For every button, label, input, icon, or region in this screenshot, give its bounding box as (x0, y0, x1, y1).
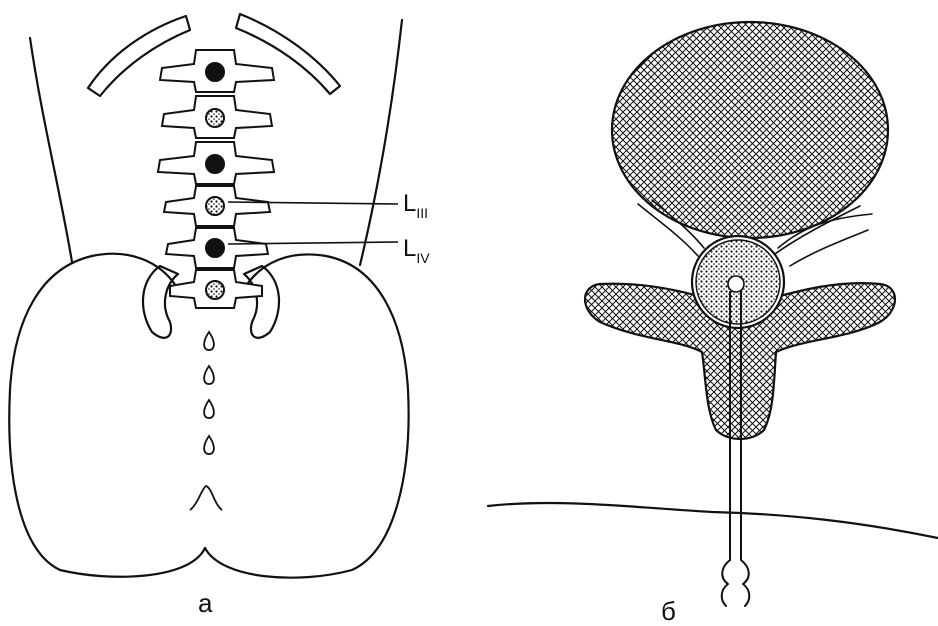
sacral-foramen (204, 332, 214, 350)
label-l4-subscript: IV (416, 250, 430, 266)
vertebra (158, 142, 274, 184)
coccyx (190, 486, 222, 510)
left-rib (88, 16, 190, 96)
sacral-foramen (204, 366, 214, 384)
sacral-foramina (190, 332, 222, 510)
sacral-foramen (204, 400, 214, 418)
label-l3-subscript: III (416, 205, 428, 221)
needle-hub (722, 560, 750, 606)
vertebra-l3 (164, 186, 270, 226)
label-l4-letter: L (403, 235, 416, 262)
vertebral-body (612, 22, 888, 238)
vertebra-l4 (166, 228, 268, 268)
spinal-cord (728, 276, 744, 292)
sacral-foramen (204, 436, 214, 454)
left-iliac-crest (143, 266, 178, 338)
caption-a: а (198, 588, 213, 618)
panel-b-cross-section (488, 22, 938, 606)
left-buttock (9, 254, 205, 577)
label-l3: LIII (403, 190, 428, 221)
right-iliac-crest (244, 266, 279, 338)
vertebra (160, 50, 274, 92)
caption-b: б (661, 596, 676, 626)
skin-surface-line (488, 503, 938, 538)
torso-left-outline (30, 38, 72, 262)
vertebra-l5 (170, 270, 262, 308)
nerve-root-right (790, 230, 868, 266)
label-l3-letter: L (403, 190, 416, 217)
torso-right-outline (360, 20, 402, 265)
vertebra (162, 96, 272, 138)
label-l4: LIV (403, 235, 430, 266)
